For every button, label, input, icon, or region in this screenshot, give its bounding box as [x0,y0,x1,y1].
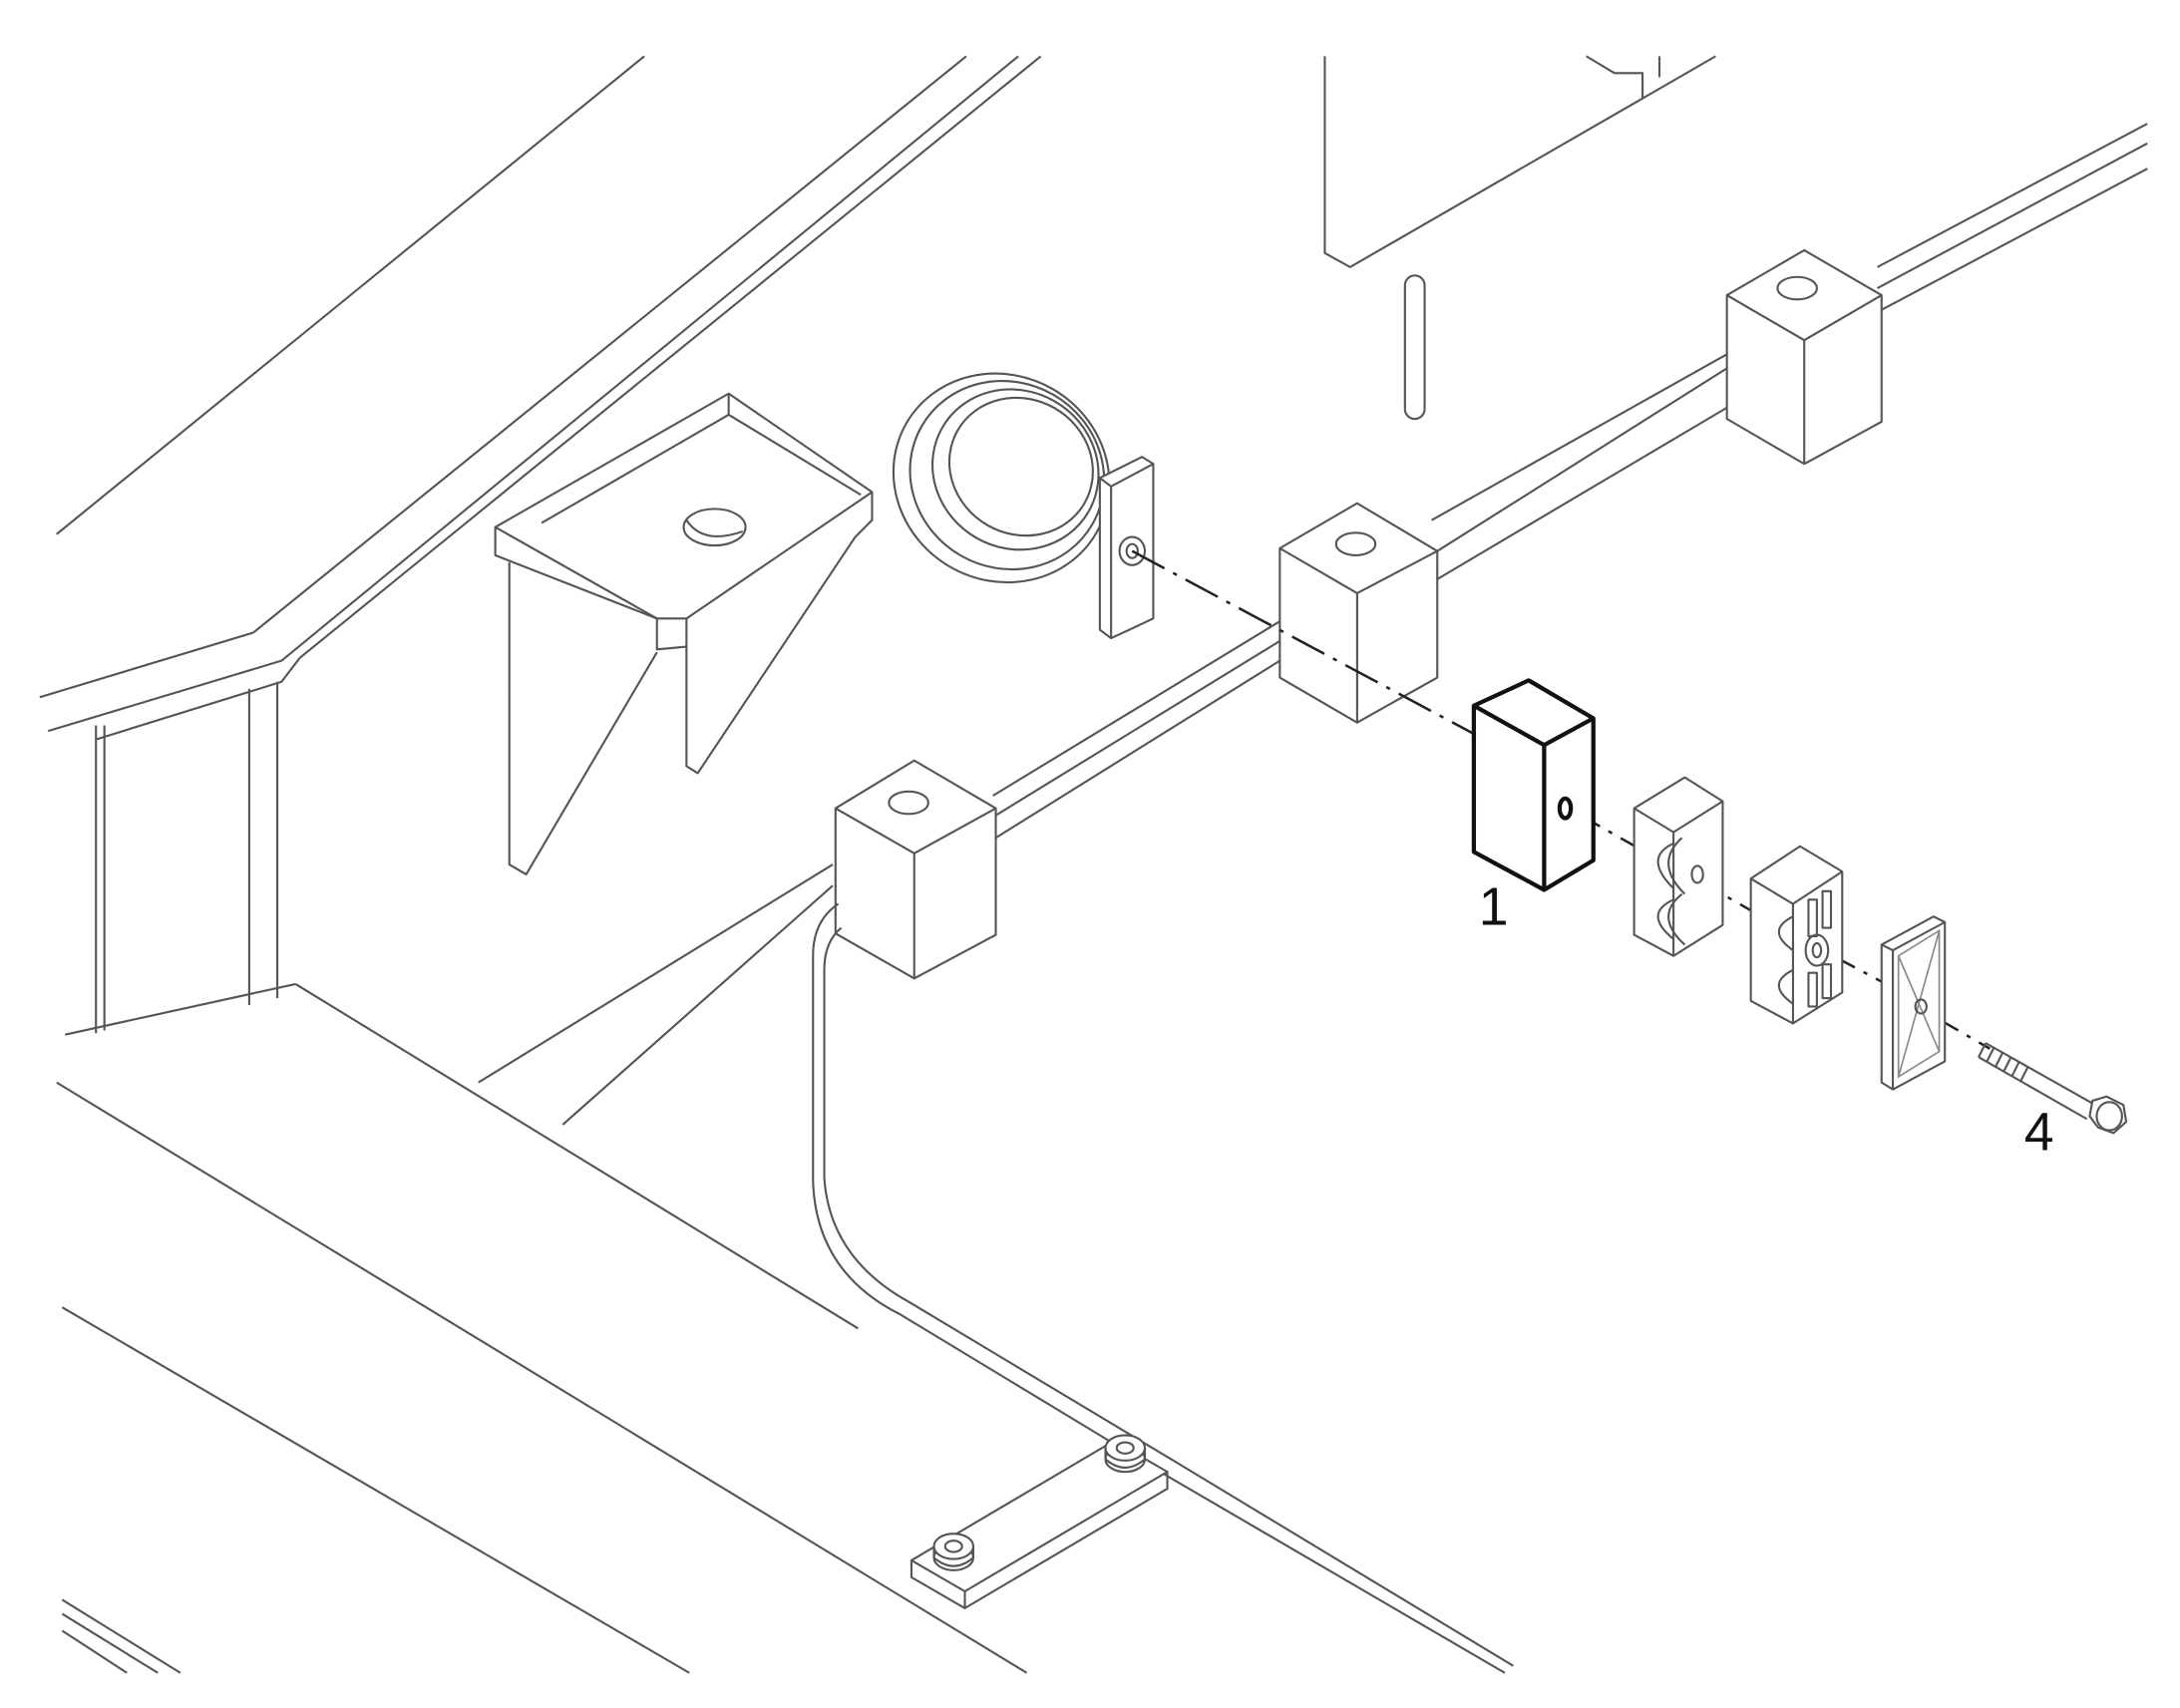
callout-label-part-1: 1 [1479,878,1509,937]
clamp-half-lower [1633,776,1724,957]
upper-bracket [1323,55,1716,421]
tube-rail [478,123,2148,1126]
rail-clamp-block-left [834,759,997,980]
mounting-bracket [494,392,874,876]
base-plate [909,1434,1169,1609]
callout-label-part-4: 4 [2024,1103,2054,1162]
bolt-head-lower-left [932,1533,975,1571]
hose [812,902,1514,1674]
bolt-head-lower-right [1104,1434,1147,1474]
rail-clamp-block-middle [1278,502,1439,724]
rail-clamp-block-right [1725,248,1883,466]
clamp-half-upper [1749,845,1844,1025]
small-plate [1098,456,1155,640]
lower-frame [56,983,1028,1674]
cover-plate [1880,915,1947,1091]
part-1-block [1471,678,1596,892]
upper-left-frame [39,55,1042,1036]
part-4-bolt [1978,1042,2128,1135]
round-cover [892,372,1111,584]
